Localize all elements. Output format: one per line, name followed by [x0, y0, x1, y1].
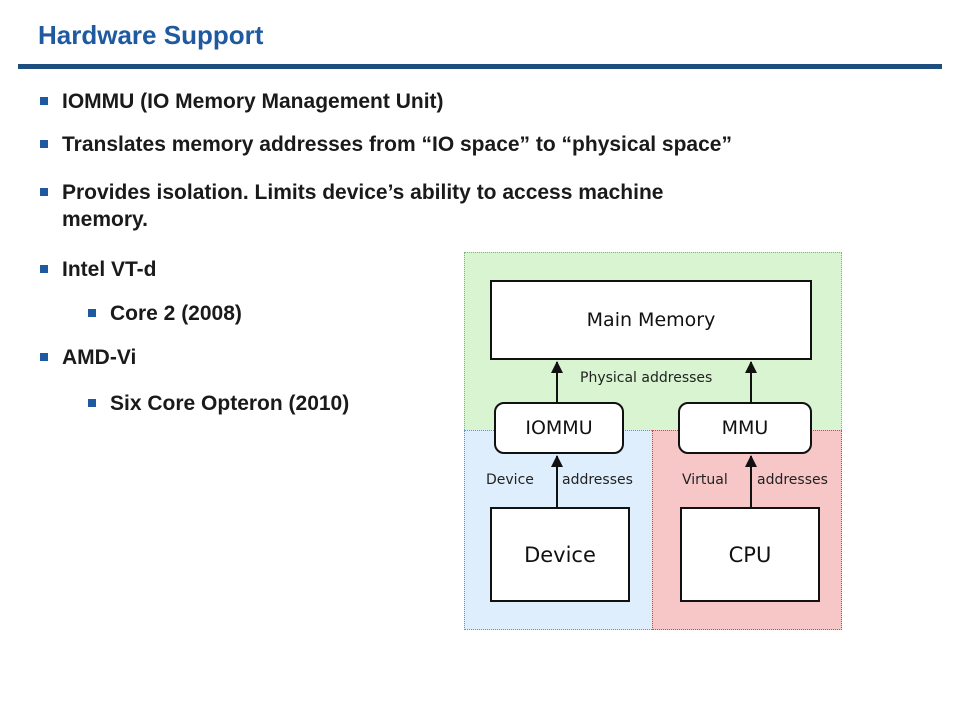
bullet-text: IOMMU (IO Memory Management Unit)	[62, 90, 444, 113]
arrow-iommu-to-memory	[551, 361, 563, 402]
mmu-box: MMU	[678, 402, 812, 454]
cpu-box: CPU	[680, 507, 820, 602]
bullet-square-icon	[88, 309, 96, 317]
device-box: Device	[490, 507, 630, 602]
arrow-device-to-iommu	[551, 455, 563, 507]
physical-addresses-label: Physical addresses	[580, 370, 713, 386]
bullet-isolation: Provides isolation. Limits device’s abil…	[40, 179, 664, 233]
bullet-text-line1: Provides isolation. Limits device’s abil…	[62, 181, 664, 204]
bullet-text: Intel VT-d	[62, 258, 157, 281]
bullet-text: Core 2 (2008)	[110, 302, 242, 325]
iommu-box: IOMMU	[494, 402, 624, 454]
iommu-diagram: Main Memory Physical addresses IOMMU MMU…	[464, 252, 842, 630]
sub-bullet-opteron: Six Core Opteron (2010)	[88, 390, 350, 417]
bullet-square-icon	[40, 140, 48, 148]
device-addresses-label-left: Device	[486, 472, 534, 488]
device-addresses-label-right: addresses	[562, 472, 633, 488]
title-divider	[18, 64, 942, 69]
bullet-text: Translates memory addresses from “IO spa…	[62, 133, 732, 156]
bullet-text: AMD-Vi	[62, 346, 137, 369]
main-memory-box: Main Memory	[490, 280, 812, 360]
bullet-text: Six Core Opteron (2010)	[110, 392, 350, 415]
bullet-text-line2: memory.	[62, 208, 148, 231]
bullet-square-icon	[40, 188, 48, 196]
virtual-addresses-label-left: Virtual	[682, 472, 728, 488]
bullet-square-icon	[40, 97, 48, 105]
bullet-iommu: IOMMU (IO Memory Management Unit)	[40, 88, 444, 115]
arrow-cpu-to-mmu	[745, 455, 757, 507]
bullet-square-icon	[40, 353, 48, 361]
bullet-amd-vi: AMD-Vi	[40, 344, 137, 371]
sub-bullet-core2: Core 2 (2008)	[88, 300, 242, 327]
virtual-addresses-label-right: addresses	[757, 472, 828, 488]
bullet-square-icon	[88, 399, 96, 407]
bullet-square-icon	[40, 265, 48, 273]
bullet-translates: Translates memory addresses from “IO spa…	[40, 131, 732, 158]
slide-title: Hardware Support	[38, 20, 264, 50]
arrow-mmu-to-memory	[745, 361, 757, 402]
bullet-intel-vtd: Intel VT-d	[40, 256, 157, 283]
